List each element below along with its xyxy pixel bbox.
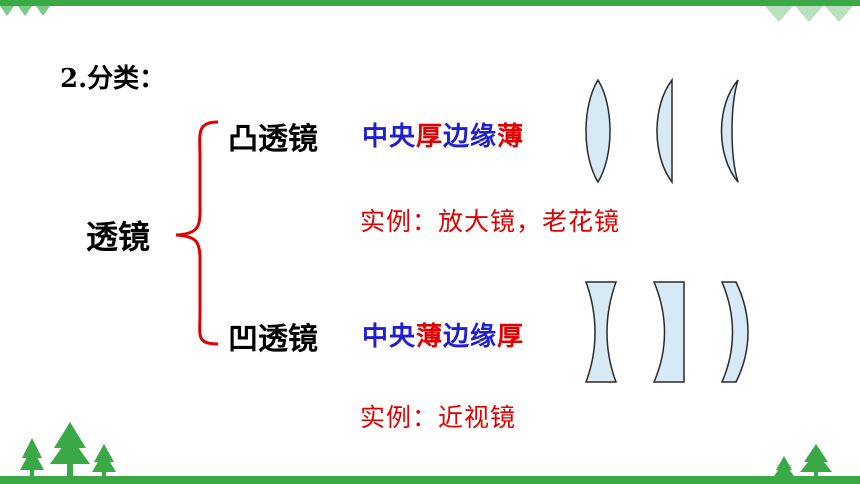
desc-part: 厚 bbox=[497, 322, 525, 352]
meniscus-convex-lens-icon bbox=[720, 79, 739, 183]
desc-part: 薄 bbox=[416, 322, 444, 352]
convex-lens-shapes bbox=[585, 77, 739, 185]
biconvex-lens-icon bbox=[585, 78, 611, 184]
bottom-decoration-bar bbox=[0, 476, 860, 484]
convex-lens-label: 凸透镜 bbox=[228, 122, 318, 157]
desc-part: 边缘 bbox=[443, 322, 498, 352]
desc-part: 边缘 bbox=[443, 122, 498, 152]
brace-icon bbox=[175, 120, 219, 346]
lens-root-label: 透镜 bbox=[86, 218, 151, 256]
top-decoration-bar bbox=[0, 0, 860, 6]
tree-icon bbox=[20, 422, 116, 478]
desc-part: 厚 bbox=[416, 122, 444, 152]
biconcave-lens-icon bbox=[584, 281, 618, 383]
desc-part: 中央 bbox=[362, 122, 417, 152]
convex-lens-example: 实例：放大镜，老花镜 bbox=[360, 207, 621, 236]
concave-lens-example: 实例：近视镜 bbox=[360, 403, 517, 432]
plano-concave-lens-icon bbox=[652, 281, 685, 383]
plano-convex-lens-icon bbox=[656, 77, 673, 185]
meniscus-concave-lens-icon bbox=[720, 281, 749, 383]
concave-lens-description: 中央薄边缘厚 bbox=[362, 316, 524, 353]
convex-lens-description: 中央厚边缘薄 bbox=[362, 116, 524, 153]
desc-part: 薄 bbox=[497, 122, 525, 152]
concave-lens-label: 凹透镜 bbox=[228, 322, 318, 357]
tree-icon bbox=[774, 444, 832, 478]
leaf-pattern-icon bbox=[765, 6, 853, 22]
leaf-pattern-icon bbox=[0, 6, 50, 16]
page-heading: 2.分类： bbox=[60, 64, 166, 94]
concave-lens-shapes bbox=[584, 281, 749, 383]
desc-part: 中央 bbox=[362, 322, 417, 352]
